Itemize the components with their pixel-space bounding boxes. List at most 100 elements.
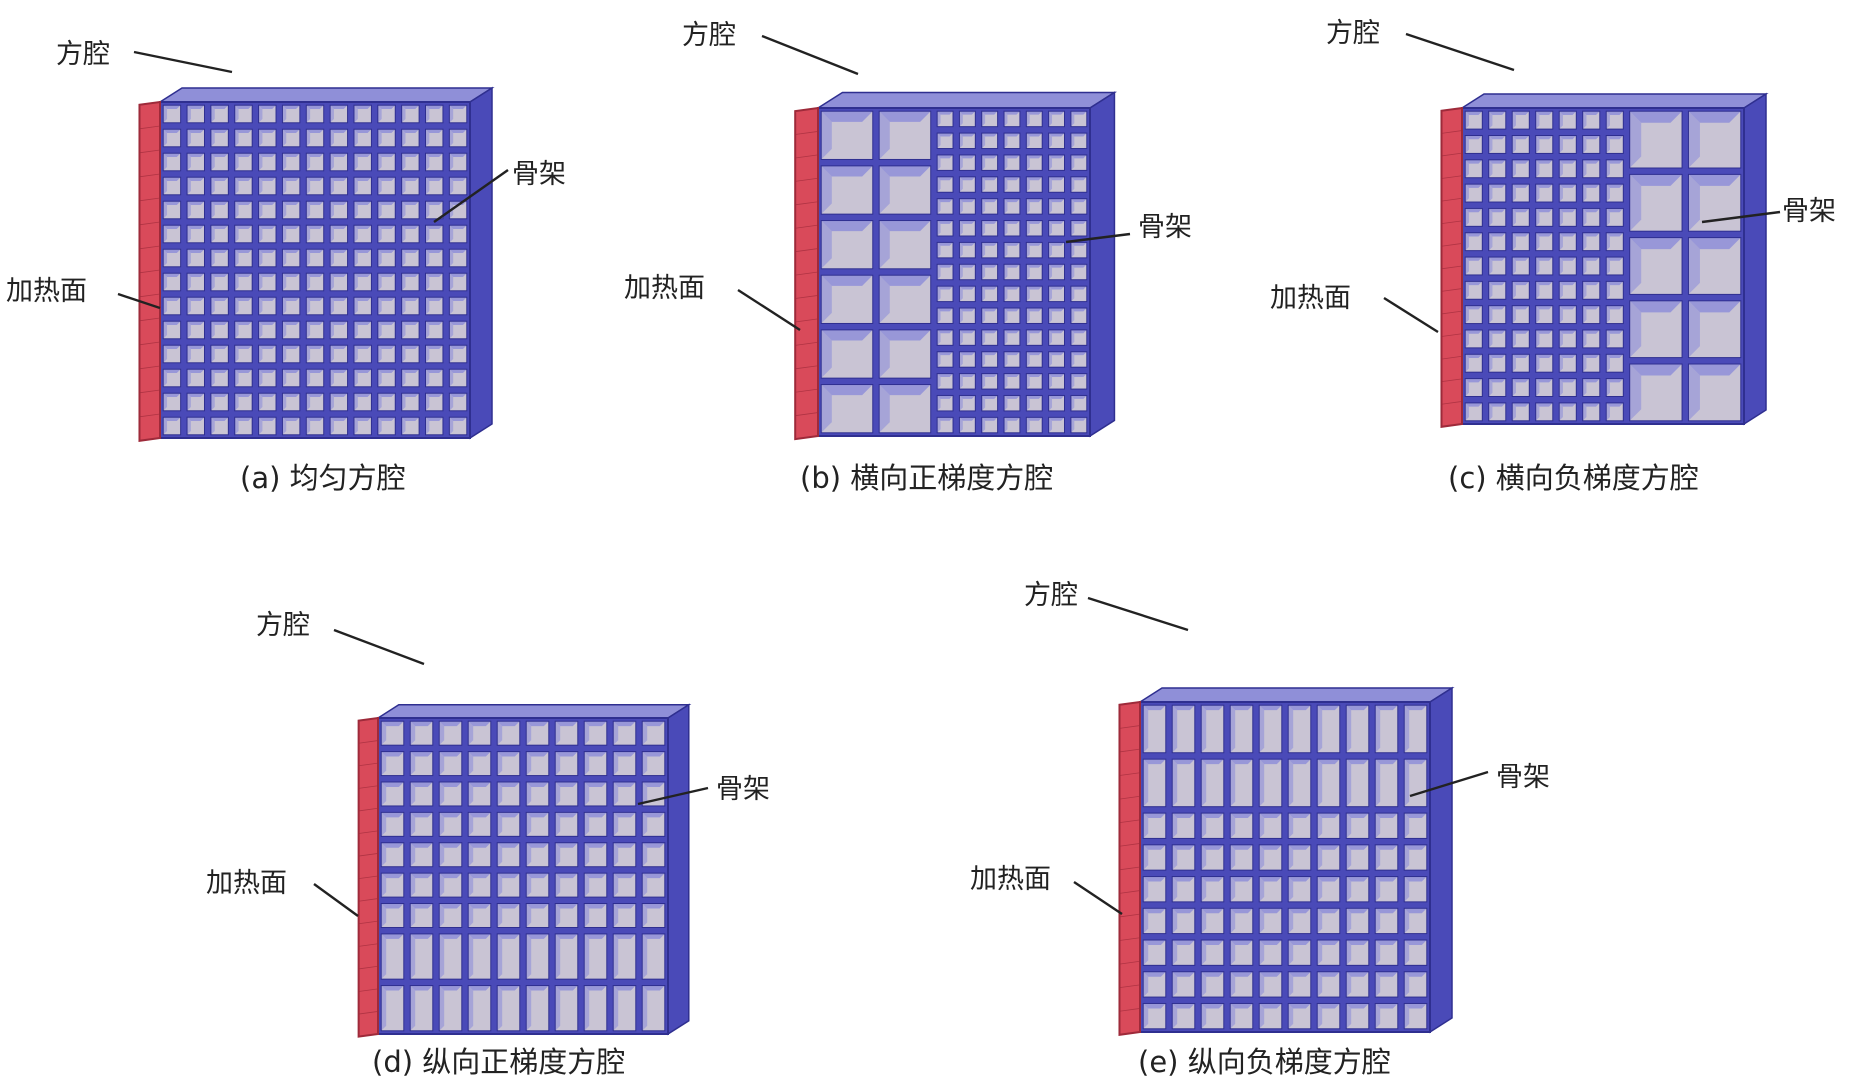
cavity-cell	[353, 345, 372, 363]
cavity-inner-wall	[1070, 133, 1087, 137]
cavity-inner-wall	[1048, 133, 1065, 137]
cavity-inner-wall	[282, 321, 287, 339]
cavity-inner-wall	[425, 201, 430, 219]
cavity-inner-wall	[613, 751, 636, 757]
cavity-inner-wall	[1230, 705, 1236, 753]
cavity-outline	[353, 296, 372, 316]
cavity-inner-wall	[1143, 1003, 1166, 1009]
cavity-inner-wall	[468, 812, 474, 837]
cavity-outline	[1142, 939, 1167, 966]
cavity-cell	[1026, 308, 1043, 324]
cavity-cell	[210, 297, 229, 315]
cavity-inner-wall	[439, 812, 462, 818]
cavity-cell	[1172, 971, 1195, 998]
cavity-inner-wall	[1317, 813, 1340, 819]
cavity-cell	[613, 933, 636, 980]
cavity-inner-wall	[1004, 373, 1008, 390]
cavity-inner-wall	[1465, 305, 1483, 310]
cavity-inner-wall	[1582, 159, 1600, 164]
cavity-outline	[1316, 971, 1341, 998]
cavity-outline	[1464, 329, 1483, 349]
cavity-inner-wall	[879, 165, 890, 215]
cavity-inner-wall	[234, 201, 239, 219]
cavity-outline	[981, 220, 999, 237]
cavity-inner-wall	[381, 812, 404, 818]
cavity-cell	[187, 225, 205, 243]
cavity-inner-wall	[1559, 329, 1563, 348]
cavity-outline	[1200, 907, 1225, 935]
panel-a: 方腔 骨架 加热面 (a) 均匀方腔	[6, 39, 566, 495]
cavity-outline	[1535, 256, 1554, 276]
cavity-cell	[584, 873, 607, 898]
cavity-inner-wall	[210, 273, 215, 291]
panel-d-skeleton-label: 骨架	[716, 774, 770, 805]
cavity-cell	[1512, 305, 1530, 324]
cavity-inner-wall	[555, 812, 561, 837]
cavity-cell	[1048, 220, 1065, 236]
cavity-inner-wall	[821, 329, 873, 341]
cavity-inner-wall	[353, 225, 372, 230]
cavity-cell	[187, 345, 205, 363]
cavity-cell	[353, 105, 372, 123]
cavity-outline	[409, 933, 434, 980]
cavity-outline	[258, 176, 277, 196]
cavity-inner-wall	[1465, 135, 1469, 154]
cavity-inner-wall	[1488, 329, 1506, 334]
cavity-inner-wall	[1465, 208, 1483, 213]
cavity-cell	[468, 812, 491, 837]
cavity-outline	[162, 320, 182, 340]
cavity-inner-wall	[879, 329, 931, 341]
cavity-cell	[425, 177, 443, 195]
cavity-cell	[1404, 1003, 1427, 1029]
cavity-inner-wall	[526, 751, 549, 757]
cavity-inner-wall	[1488, 354, 1506, 359]
heating-face-gridline	[1441, 220, 1463, 225]
cavity-outline	[1258, 704, 1283, 754]
cavity-inner-wall	[258, 369, 263, 387]
panel-a-caption: (a) 均匀方腔	[240, 461, 406, 495]
cavity-outline	[186, 272, 205, 292]
cavity-inner-wall	[1559, 232, 1577, 237]
cavity-inner-wall	[1230, 1003, 1253, 1009]
cavity-outline	[258, 224, 277, 244]
cavity-inner-wall	[401, 225, 406, 243]
cavity-inner-wall	[1026, 286, 1030, 302]
cavity-inner-wall	[1559, 111, 1577, 115]
cavity-outline	[1403, 704, 1428, 754]
cavity-cell	[1488, 257, 1506, 275]
cavity-cell	[959, 308, 976, 324]
cavity-inner-wall	[282, 297, 287, 315]
cavity-inner-wall	[613, 933, 636, 939]
cavity-outline	[1229, 1002, 1254, 1030]
cavity-cell	[1172, 1003, 1195, 1029]
cavity-inner-wall	[1143, 908, 1149, 934]
cavity-inner-wall	[959, 220, 976, 224]
cavity-inner-wall	[1346, 844, 1352, 871]
cavity-inner-wall	[937, 242, 954, 246]
cavity-inner-wall	[1201, 813, 1224, 819]
heating-face-gridline	[139, 293, 161, 298]
cavity-inner-wall	[1070, 351, 1087, 356]
heating-face-gridline	[139, 269, 161, 274]
cavity-cell	[381, 721, 404, 746]
cavity-outline	[1258, 758, 1283, 808]
panel-a-cavity-leader	[133, 50, 233, 74]
cavity-outline	[380, 985, 405, 1032]
cavity-cell	[439, 812, 462, 837]
cavity-inner-wall	[468, 751, 474, 776]
cavity-outline	[1558, 207, 1577, 227]
cavity-inner-wall	[381, 842, 387, 867]
cavity-inner-wall	[526, 985, 549, 991]
cavity-inner-wall	[163, 129, 181, 134]
cavity-inner-wall	[1070, 395, 1075, 411]
cavity-inner-wall	[381, 781, 387, 806]
cavity-outline	[641, 903, 666, 928]
cavity-inner-wall	[497, 721, 520, 727]
cavity-outline	[1200, 939, 1225, 966]
heating-face-gridline	[795, 224, 819, 229]
cavity-cell	[234, 393, 253, 411]
cavity-cell	[1070, 198, 1087, 215]
cavity-cell	[981, 308, 998, 324]
cavity-cell	[425, 369, 443, 387]
cavity-outline	[1229, 971, 1254, 998]
